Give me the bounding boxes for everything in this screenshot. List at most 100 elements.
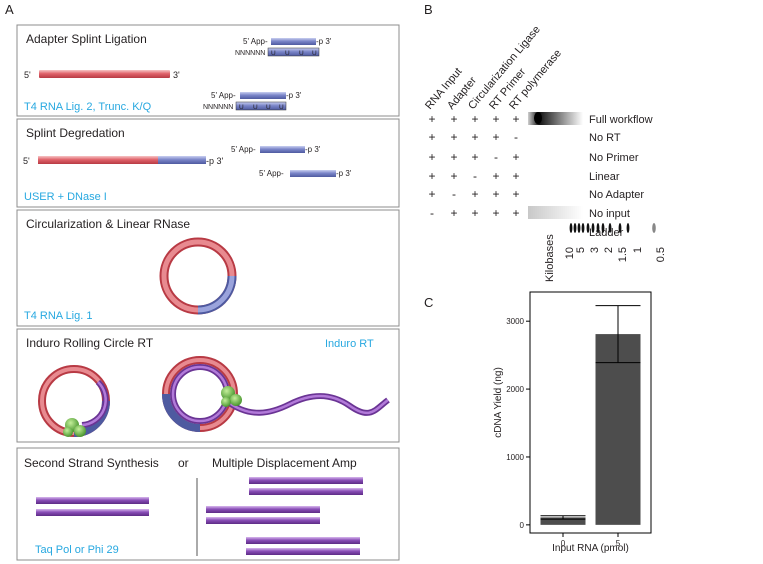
adapter-arc [162, 393, 201, 432]
enzyme-blob [63, 427, 73, 437]
row-label: Full workflow [589, 114, 653, 126]
splint-n: NNNNNN [235, 50, 265, 57]
cdna-strand [249, 488, 363, 495]
cdna-strand [206, 506, 320, 513]
ladder-band [581, 223, 585, 233]
condition-mark: + [471, 206, 478, 220]
adapter-3: -p 3' [336, 169, 352, 178]
rna-5-prime: 5' [24, 70, 31, 80]
condition-mark: + [471, 130, 478, 144]
condition-mark: + [450, 169, 457, 183]
condition-mark: + [492, 112, 499, 126]
splint-u: U [253, 104, 258, 111]
condition-mark: + [512, 206, 519, 220]
step-second-strand: Second Strand Synthesis or Multiple Disp… [16, 447, 400, 561]
ladder-tick-label: 1.5 [617, 247, 629, 262]
cdna-strand [246, 537, 360, 544]
condition-mark: - [430, 206, 434, 220]
bar [540, 517, 586, 525]
cdna-strand [36, 497, 149, 504]
adapter-3: -p 3' [286, 91, 302, 100]
enzyme-label: T4 RNA Lig. 1 [24, 310, 92, 322]
row-label: No Primer [589, 152, 639, 164]
step-box [16, 118, 400, 208]
ladder-band [591, 223, 595, 233]
adapter-strand [240, 92, 286, 99]
condition-mark: + [512, 150, 519, 164]
condition-mark: + [450, 112, 457, 126]
condition-mark: + [450, 150, 457, 164]
ladder-band [618, 223, 622, 233]
adapter-strand [290, 170, 336, 177]
ladder-band [586, 223, 590, 233]
enzyme-label: USER + DNase I [24, 191, 107, 203]
rna-3-prime: 3' [173, 70, 180, 80]
adapter-strand [271, 38, 316, 45]
row-label: No RT [589, 132, 621, 144]
enzyme-blob [230, 394, 242, 406]
cdna-strand [246, 548, 360, 555]
x-axis-label: Input RNA (pmol) [552, 543, 629, 554]
condition-mark: - [473, 169, 477, 183]
cdna-tail-highlight [227, 394, 389, 415]
ladder-band [596, 223, 600, 233]
splint-n: NNNNNN [203, 104, 233, 111]
condition-mark: + [428, 150, 435, 164]
ladder-band [608, 223, 612, 233]
step-circularization: Circularization & Linear RNase T4 RNA Li… [16, 209, 400, 327]
enzyme-blob [221, 397, 231, 407]
rna-strand [39, 70, 170, 78]
y-tick-label: 1000 [506, 453, 524, 462]
splint-u: U [299, 50, 304, 57]
adapter-arc-highlight [197, 275, 235, 313]
condition-mark: + [428, 130, 435, 144]
ladder-tick-label: 2 [603, 247, 615, 253]
step-title: Induro Rolling Circle RT [26, 336, 154, 350]
gel-lane [528, 112, 583, 125]
condition-mark: - [494, 150, 498, 164]
rt-enzyme [221, 386, 242, 407]
condition-mark: + [471, 112, 478, 126]
ladder-band [573, 223, 577, 233]
panel-c-label: C [424, 295, 433, 310]
ladder-tick-label: 1 [632, 247, 644, 253]
ladder-band [652, 223, 656, 233]
ladder-band [569, 223, 573, 233]
ds-cdna [36, 497, 149, 516]
ladder-title: Kilobases [544, 234, 556, 282]
y-axis-label: cDNA Yield (ng) [493, 367, 504, 438]
adapter-3: -p 3' [305, 145, 321, 154]
condition-mark: + [492, 206, 499, 220]
step-title-right: Multiple Displacement Amp [212, 456, 357, 470]
step-rolling-circle-rt: Induro Rolling Circle RT Induro RT [16, 328, 400, 443]
mda-products [206, 477, 363, 555]
panel-a-label: A [5, 2, 14, 17]
step-title: Circularization & Linear RNase [26, 217, 190, 231]
adapter-5: 5' App- [231, 145, 256, 154]
or-label: or [178, 456, 189, 470]
y-tick-label: 2000 [506, 385, 524, 394]
adapter-5: 5' App- [243, 37, 268, 46]
enzyme-label: Taq Pol or Phi 29 [35, 544, 119, 556]
adapter-strand [158, 156, 206, 164]
y-tick-label: 0 [520, 521, 525, 530]
enzyme-label: Induro RT [325, 338, 374, 350]
step-splint-degradation: Splint Degredation 5' -p 3' 5' App- -p 3… [16, 118, 400, 208]
condition-mark: + [428, 187, 435, 201]
condition-mark: + [428, 112, 435, 126]
ladder-tick-label: 3 [589, 247, 601, 253]
condition-mark: + [512, 169, 519, 183]
gel-band [534, 112, 542, 124]
splint-u: U [271, 50, 276, 57]
condition-mark: + [471, 150, 478, 164]
splint-u: U [285, 50, 290, 57]
adapter-5: 5' App- [259, 169, 284, 178]
condition-mark: + [428, 169, 435, 183]
adapter-3: -p 3' [316, 37, 332, 46]
splint-u: U [266, 104, 271, 111]
bar [595, 334, 641, 525]
condition-mark: + [492, 169, 499, 183]
condition-mark: + [450, 130, 457, 144]
gel-lane [528, 206, 583, 219]
